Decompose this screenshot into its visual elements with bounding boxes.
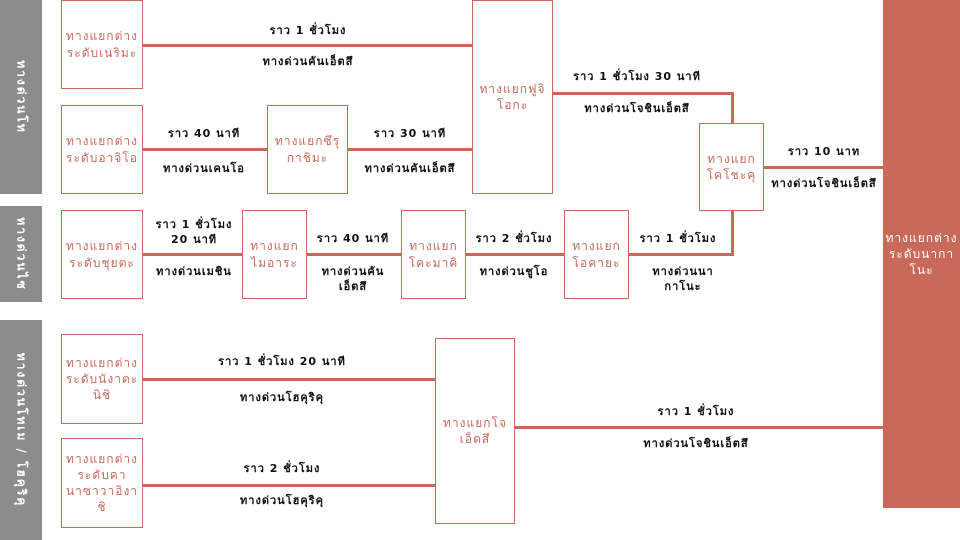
route-d-e-road: ทางด่วนโจชินเอ็ตสึ [584, 102, 690, 115]
route-g-h-road: ทางด่วนคันเอ็ตสึ [321, 265, 385, 293]
route-l-terminal-time: ราว 1 ชั่วโมง [657, 405, 735, 418]
route-f-g-road: ทางด่วนเมชิน [156, 265, 232, 278]
route-h-i-road: ทางด่วนชูโอ [479, 265, 549, 278]
route-j-l-time: ราว 1 ชั่วโมง 20 นาที [218, 355, 346, 368]
line-f-g [143, 253, 242, 256]
line-b-c [143, 148, 267, 151]
junction-okaya: ทางแยกโอคายะ [564, 210, 629, 299]
junction-joetsu: ทางแยกโจเอ็ตสึ [435, 338, 515, 524]
band-label: ทางด่วนโทเม / โฮคุริคุ [14, 352, 29, 508]
route-e-terminal-time: ราว 10 นาท [787, 145, 861, 158]
line-j-l [143, 378, 435, 381]
route-e-terminal-road: ทางด่วนโจชินเอ็ตสึ [771, 177, 877, 190]
route-l-terminal-road: ทางด่วนโจชินเอ็ตสึ [643, 437, 749, 450]
route-h-i-time: ราว 2 ชั่วโมง [475, 232, 553, 245]
line-a-d [143, 44, 472, 47]
route-i-e-time: ราว 1 ชั่วโมง [639, 232, 717, 245]
route-d-e-time: ราว 1 ชั่วโมง 30 นาที [573, 70, 701, 83]
junction-komaki: ทางแยกโคะมาคิ [401, 210, 466, 299]
junction-koshoku: ทางแยกโคโชะคุ [699, 123, 764, 211]
line-h-i [466, 253, 564, 256]
route-b-c-time: ราว 40 นาที [167, 127, 241, 140]
route-i-e-road: ทางด่วนนากาโนะ [652, 265, 714, 293]
line-i-e-up [731, 210, 734, 256]
route-g-h-time: ราว 40 นาที [316, 232, 390, 245]
line-c-d [348, 148, 472, 151]
route-k-l-road: ทางด่วนโฮคุริคุ [240, 494, 324, 507]
line-i-e [629, 253, 733, 256]
route-k-l-time: ราว 2 ชั่วโมง [243, 462, 321, 475]
junction-ajio: ทางแยกต่างระดับอาจิโอ [61, 105, 143, 194]
route-a-d-road: ทางด่วนคันเอ็ตสึ [262, 55, 354, 68]
line-k-l [143, 484, 435, 487]
junction-maibara: ทางแยกไมอาระ [242, 210, 307, 299]
junction-nagaoka: ทางแยกต่างระดับนังาตะนิชิ [61, 334, 143, 424]
band-label: ทางด่วนไซ [14, 217, 29, 291]
junction-nerima: ทางแยกต่างระดับเนริมะ [61, 0, 143, 89]
route-a-d-time: ราว 1 ชั่วโมง [269, 24, 347, 37]
line-d-e [553, 92, 733, 95]
route-b-c-road: ทางด่วนเคนโอ [163, 162, 245, 175]
junction-kanazawa: ทางแยกต่างระดับคานาซาวาอิงาชิ [61, 438, 143, 528]
line-l-terminal [515, 426, 883, 429]
route-band-tohoku: ทางด่วนโท [0, 0, 42, 194]
junction-suita: ทางแยกต่างระดับชุยตะ [61, 210, 143, 299]
route-band-hokuriku: ทางด่วนโทเม / โฮคุริคุ [0, 320, 42, 540]
route-f-g-time: ราว 1 ชั่วโมง 20 นาที [155, 218, 233, 246]
route-band-chuo: ทางด่วนไซ [0, 206, 42, 302]
line-e-terminal [764, 166, 883, 169]
band-label: ทางด่วนโท [14, 60, 29, 134]
line-d-e-down [731, 92, 734, 124]
junction-tsurugashima: ทางแยกซึรุกาชิมะ [267, 105, 348, 194]
line-g-h [307, 253, 401, 256]
route-j-l-road: ทางด่วนโฮคุริคุ [240, 391, 324, 404]
terminal-nagano: ทางแยกต่างระดับนากาโนะ [883, 0, 960, 508]
route-c-d-road: ทางด่วนคันเอ็ตสึ [364, 162, 456, 175]
route-c-d-time: ราว 30 นาที [373, 127, 447, 140]
junction-fujioka: ทางแยกฟูจิโอกะ [472, 0, 553, 194]
